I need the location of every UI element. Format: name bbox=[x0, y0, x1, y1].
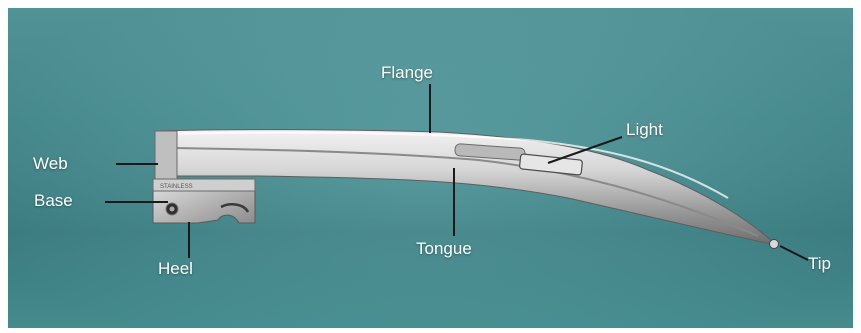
base-pin-inner bbox=[170, 207, 175, 212]
label-tip: Tip bbox=[808, 254, 831, 274]
label-flange: Flange bbox=[381, 63, 433, 83]
label-base: Base bbox=[34, 191, 73, 211]
blade-tip bbox=[770, 240, 779, 249]
label-heel: Heel bbox=[158, 259, 193, 279]
handle-engraving: STAINLESS bbox=[160, 184, 193, 190]
label-web: Web bbox=[33, 154, 68, 174]
label-light: Light bbox=[626, 120, 663, 140]
label-tongue: Tongue bbox=[416, 239, 472, 259]
diagram-canvas: STAINLESS Flange Light Web Base Tongue H… bbox=[8, 8, 853, 328]
laryngoscope-blade-diagram: STAINLESS bbox=[8, 8, 853, 328]
web-plate bbox=[155, 131, 177, 179]
